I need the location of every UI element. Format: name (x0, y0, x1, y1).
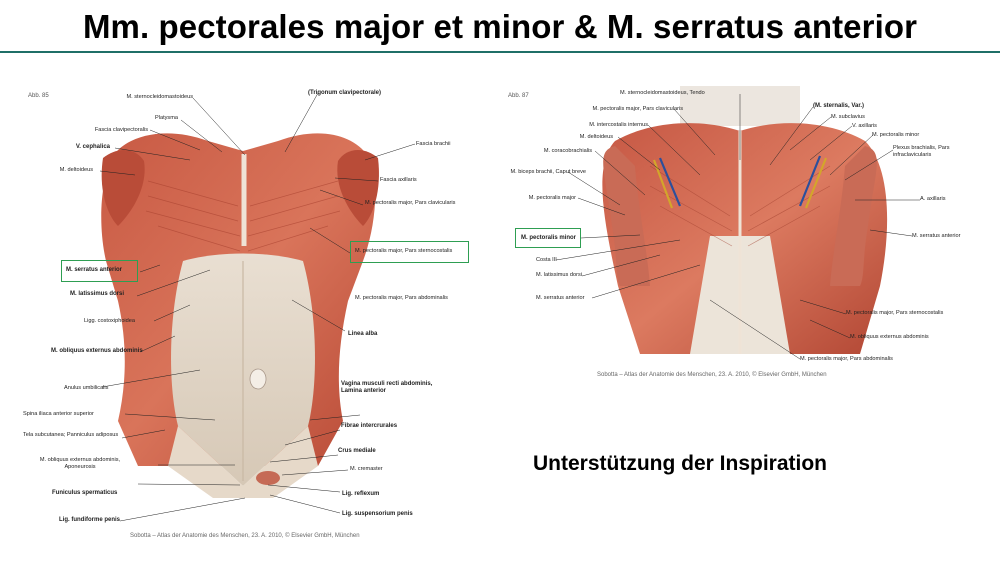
label-biceps-brachii: M. biceps brachii, Caput breve (510, 169, 586, 175)
label-sternocleidomastoideus: M. sternocleidomastoideus (126, 94, 193, 100)
label-v-axillaris: V. axillaris (852, 123, 877, 129)
label-serratus-anterior: M. serratus anterior (66, 267, 123, 273)
label-serratus-anterior-right: M. serratus anterior (912, 233, 961, 239)
label-costa-iii: Costa III (536, 257, 557, 263)
label-crus-mediale: Crus mediale (338, 448, 376, 454)
label-vagina-musculi-recti: Vagina musculi recti abdominis, Lamina a… (341, 381, 433, 394)
label-obliquus-aponeurosis: M. obliquus externus abdominis, Aponeuro… (39, 457, 121, 470)
title-divider (0, 51, 1000, 53)
label-serratus-anterior-left: M. serratus anterior (536, 295, 585, 301)
label-lig-suspensorium: Lig. suspensorium penis (342, 511, 413, 517)
anatomy-figure-deep-chest: Abb. 87 M. sternocleidomastoideus, Tendo… (500, 86, 978, 386)
label-lig-reflexum: Lig. reflexum (342, 491, 380, 497)
label-m-deltoideus: M. deltoideus (579, 134, 613, 140)
label-anulus-umbilicalis: Anulus umbilicalis (64, 385, 109, 391)
label-pectoralis-major-sternocostalis: M. pectoralis major, Pars sternocostalis (355, 248, 453, 254)
slide-caption: Unterstützung der Inspiration (533, 452, 827, 475)
label-fascia-axillaris: Fascia axillaris (380, 177, 417, 183)
label-pectoralis-major-clavicularis: M. pectoralis major, Pars clavicularis (592, 106, 683, 112)
figure-number: Abb. 87 (508, 93, 529, 99)
label-pectoralis-major: M. pectoralis major (528, 195, 576, 201)
label-linea-alba: Linea alba (348, 331, 378, 337)
label-latissimus-dorsi: M. latissimus dorsi (536, 272, 583, 278)
label-fascia-clavipectoralis: Fascia clavipectoralis (94, 127, 148, 133)
label-fascia-brachii: Fascia brachii (416, 141, 451, 147)
label-v-cephalica: V. cephalica (75, 144, 110, 150)
label-intercostalis-internus: M. intercostalis internus (589, 122, 648, 128)
figure-credit: Sobotta – Atlas der Anatomie des Mensche… (597, 372, 827, 378)
label-funiculus-spermaticus: Funiculus spermaticus (52, 490, 118, 496)
figure-credit: Sobotta – Atlas der Anatomie des Mensche… (130, 533, 360, 539)
label-pectoralis-major-abdominalis: M. pectoralis major, Pars abdominalis (800, 356, 893, 362)
label-ligg-costoxiphoidea: Ligg. costoxiphoidea (84, 318, 136, 324)
chest-illustration (602, 86, 888, 355)
label-a-axillaris: A. axillaris (920, 196, 946, 202)
label-m-subclavius: M. subclavius (831, 114, 865, 120)
label-obliquus-externus: M. obliquus externus abdominis (850, 334, 929, 340)
label-trigonum-clavipectorale: (Trigonum clavipectorale) (308, 90, 382, 96)
label-fibrae-intercrurales: Fibrae intercrurales (341, 423, 398, 429)
label-platysma: Platysma (154, 115, 178, 121)
figure-number: Abb. 85 (28, 93, 49, 99)
label-pectoralis-major-abdominalis: M. pectoralis major, Pars abdominalis (355, 295, 448, 301)
label-tela-subcutanea: Tela subcutanea; Panniculus adiposus (23, 432, 119, 438)
label-pectoralis-minor: M. pectoralis minor (521, 235, 577, 241)
label-m-sternalis: (M. sternalis, Var.) (813, 103, 865, 109)
highlight-box-pectoralis-minor (515, 228, 581, 248)
label-lig-fundiforme: Lig. fundiforme penis (59, 517, 120, 523)
label-m-deltoideus: M. deltoideus (59, 167, 93, 173)
label-pectoralis-major-sternocostalis: M. pectoralis major, Pars sternocostalis (846, 310, 944, 316)
label-plexus-brachialis: Plexus brachialis, Pars infraclaviculari… (893, 145, 950, 158)
label-m-cremaster: M. cremaster (350, 466, 383, 472)
label-obliquus-externus: M. obliquus externus abdominis (51, 348, 143, 354)
anatomy-figure-anterior-torso: Abb. 85 M. sternocleidomastoideus Platys… (18, 86, 478, 548)
label-pectoralis-major-clavicularis: M. pectoralis major, Pars clavicularis (365, 200, 456, 206)
highlight-box-serratus-anterior (61, 260, 138, 282)
highlight-box-pectoralis-major (350, 241, 469, 263)
label-pectoralis-minor-right: M. pectoralis minor (872, 132, 920, 138)
slide-title: Mm. pectorales major et minor & M. serra… (82, 8, 918, 45)
label-spina-iliaca: Spina iliaca anterior superior (23, 411, 94, 417)
label-latissimus-dorsi: M. latissimus dorsi (70, 291, 125, 297)
label-coracobrachialis: M. coracobrachialis (543, 148, 592, 154)
label-scm-tendo: M. sternocleidomastoideus, Tendo (620, 90, 705, 96)
torso-illustration (101, 133, 379, 498)
